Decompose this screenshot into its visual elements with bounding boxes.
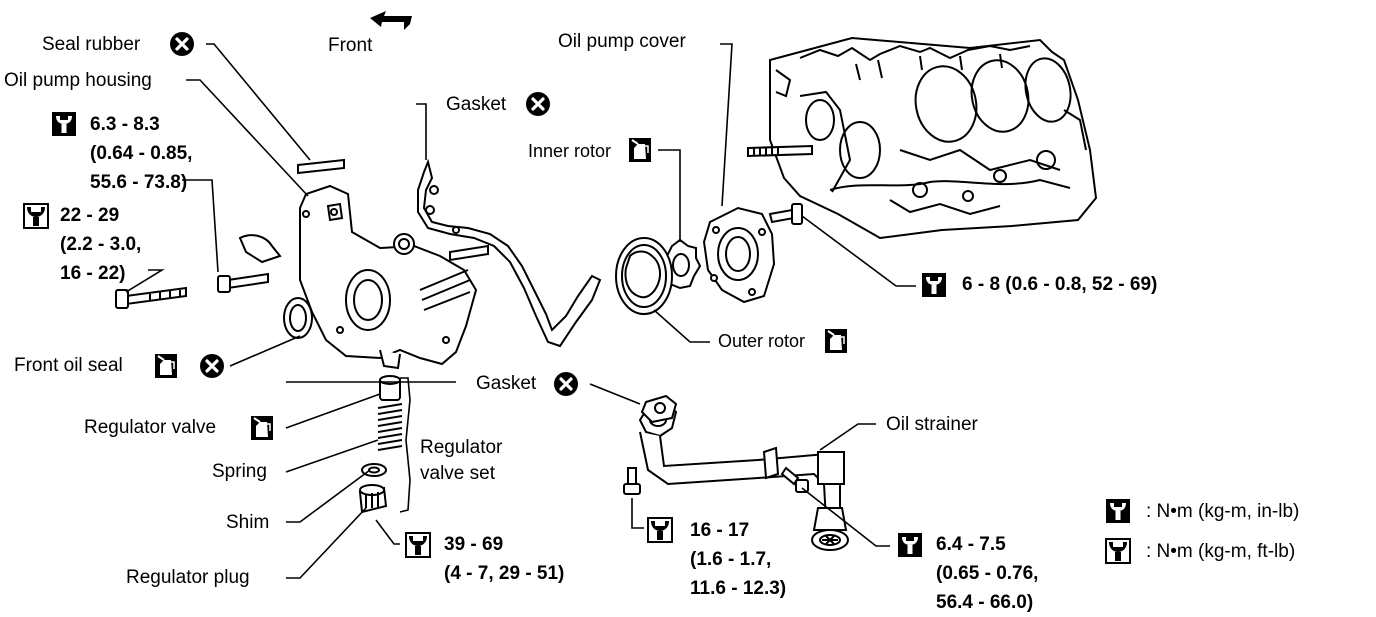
housing-bolt-torque-spec: 6.3 - 8.3 (0.64 - 0.85, 55.6 - 73.8)	[90, 110, 192, 197]
oil-strainer-label: Oil strainer	[886, 414, 978, 435]
x-circle-icon	[168, 30, 196, 58]
seal-rubber-pin	[297, 158, 489, 262]
outer-rotor-label: Outer rotor	[718, 331, 806, 351]
torque-wrench-inlb-icon	[898, 533, 922, 557]
long-bolt	[115, 286, 187, 309]
spec-line: (0.65 - 0.76,	[936, 563, 1039, 584]
torque-wrench-inlb-icon	[922, 273, 946, 297]
spec-line: 6.3 - 8.3	[90, 114, 160, 135]
oil-can-icon	[154, 353, 178, 379]
regulator-valve-set-label-line2: valve set	[420, 463, 495, 484]
front-oil-seal	[283, 297, 313, 339]
engine-block	[747, 36, 1098, 240]
torque-wrench-inlb-icon	[52, 112, 76, 136]
gasket-top	[417, 158, 602, 348]
front-label: Front	[328, 35, 373, 56]
strainer-bolt	[780, 466, 809, 493]
regulator-plug-label: Regulator plug	[126, 567, 250, 588]
outer-rotor	[615, 237, 673, 315]
seal-rubber-label: Seal rubber	[42, 34, 141, 55]
strainer-bracket-torque-spec: 16 - 17 (1.6 - 1.7, 11.6 - 12.3)	[690, 516, 786, 603]
long-bolt-torque-spec: 22 - 29 (2.2 - 3.0, 16 - 22)	[60, 201, 141, 288]
housing-bolt	[217, 272, 269, 293]
regulator-spring	[377, 403, 403, 451]
oil-pump-housing	[238, 184, 478, 370]
torque-wrench-ftlb-icon	[23, 203, 49, 229]
x-circle-icon	[552, 370, 580, 398]
torque-wrench-inlb-icon	[1106, 499, 1130, 523]
spring-label: Spring	[212, 461, 267, 482]
spec-line: 55.6 - 73.8)	[90, 172, 188, 193]
torque-wrench-ftlb-icon	[1105, 538, 1131, 564]
spec-line: 39 - 69	[444, 534, 504, 555]
spec-line: 16 - 22)	[60, 263, 126, 284]
torque-wrench-ftlb-icon	[647, 517, 673, 543]
cover-bolt-torque-spec: 6 - 8 (0.6 - 0.8, 52 - 69)	[962, 270, 1157, 299]
legend-ftlb: : N•m (kg-m, ft-lb)	[1146, 541, 1296, 562]
spec-line: 6.4 - 7.5	[936, 534, 1006, 555]
oil-can-icon	[824, 328, 848, 354]
spec-line: 6 - 8 (0.6 - 0.8, 52 - 69)	[962, 274, 1158, 295]
shim-label: Shim	[226, 512, 270, 533]
regulator-valve-label: Regulator valve	[84, 417, 217, 438]
spec-line: (0.64 - 0.85,	[90, 143, 193, 164]
strainer-bolt-torque-spec: 6.4 - 7.5 (0.65 - 0.76, 56.4 - 66.0)	[936, 530, 1038, 617]
inner-rotor-label: Inner rotor	[528, 141, 612, 161]
leader-lines	[125, 43, 916, 579]
regulator-plug-part	[358, 484, 388, 514]
spec-line: (1.6 - 1.7,	[690, 549, 772, 570]
front-arrow	[370, 11, 412, 30]
regulator-valve-set-label-line1: Regulator	[420, 437, 503, 458]
spec-line: 22 - 29	[60, 205, 120, 226]
gasket-bottom-part	[640, 394, 678, 424]
oil-pump-cover-label: Oil pump cover	[558, 31, 686, 52]
regulator-plug-torque-spec: 39 - 69 (4 - 7, 29 - 51)	[444, 530, 564, 588]
oil-can-icon	[628, 137, 652, 163]
legend-inlb: : N•m (kg-m, in-lb)	[1146, 501, 1300, 522]
strainer-bracket-bolt	[623, 467, 641, 495]
x-circle-icon	[524, 90, 552, 118]
torque-wrench-ftlb-icon	[405, 532, 431, 558]
spec-line: 16 - 17	[690, 520, 750, 541]
gasket-bottom-label: Gasket	[476, 373, 537, 394]
spec-line: 56.4 - 66.0)	[936, 592, 1034, 613]
x-circle-icon	[198, 352, 226, 380]
spec-line: (2.2 - 3.0,	[60, 234, 142, 255]
gasket-top-label: Gasket	[446, 94, 507, 115]
spec-line: (4 - 7, 29 - 51)	[444, 563, 565, 584]
oil-pump-cover	[702, 206, 776, 304]
cover-bolt	[768, 203, 803, 225]
oil-pump-housing-label: Oil pump housing	[4, 70, 152, 91]
front-oil-seal-label: Front oil seal	[14, 355, 123, 376]
oil-can-icon	[250, 415, 274, 441]
regulator-valve	[379, 375, 401, 401]
spec-line: 11.6 - 12.3)	[690, 578, 787, 599]
